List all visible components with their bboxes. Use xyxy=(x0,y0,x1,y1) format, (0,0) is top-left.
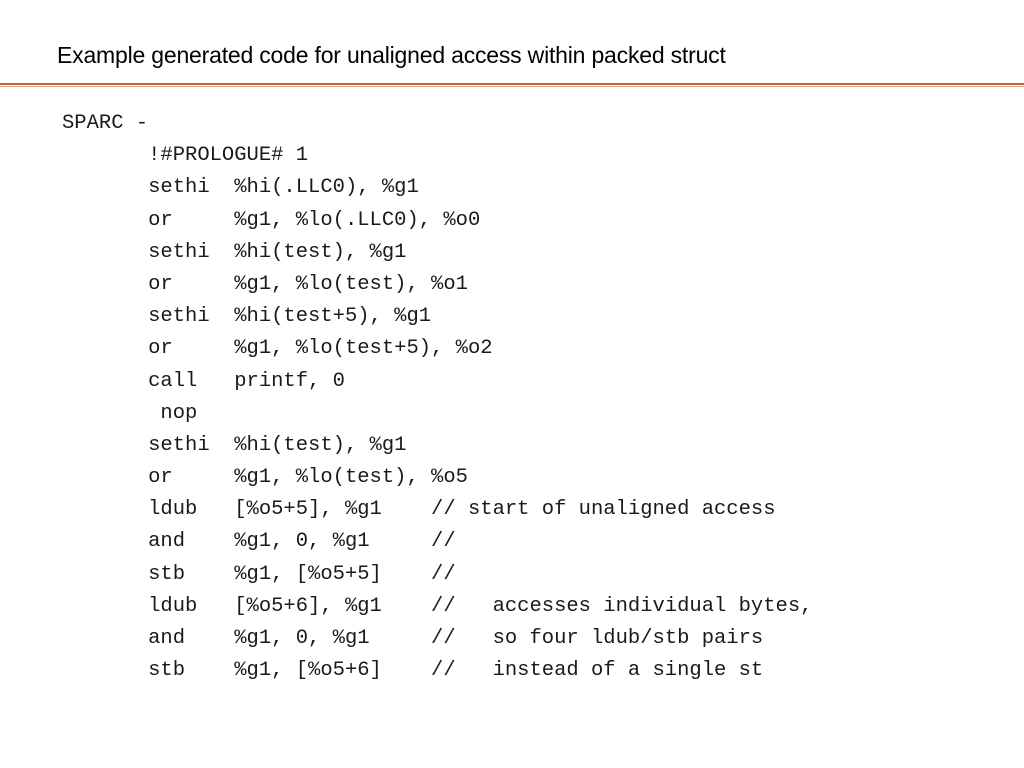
code-line: call printf, 0 xyxy=(62,369,345,393)
code-line: or %g1, %lo(test+5), %o2 xyxy=(62,337,493,361)
code-line: and %g1, 0, %g1 // xyxy=(62,530,456,554)
code-line: stb %g1, [%o5+5] // xyxy=(62,562,456,586)
code-line: sethi %hi(test), %g1 xyxy=(62,240,407,264)
code-line: or %g1, %lo(.LLC0), %o0 xyxy=(62,208,481,232)
code-line: or %g1, %lo(test), %o1 xyxy=(62,272,468,296)
code-line: !#PROLOGUE# 1 xyxy=(62,144,309,168)
code-line: or %g1, %lo(test), %o5 xyxy=(62,466,468,490)
code-line: sethi %hi(test), %g1 xyxy=(62,433,407,457)
code-line: sethi %hi(test+5), %g1 xyxy=(62,305,432,329)
code-block: SPARC - !#PROLOGUE# 1 sethi %hi(.LLC0), … xyxy=(62,108,812,687)
slide-title: Example generated code for unaligned acc… xyxy=(57,42,726,68)
title-divider-shadow xyxy=(0,86,1024,87)
code-line: and %g1, 0, %g1 // so four ldub/stb pair… xyxy=(62,627,764,650)
title-divider-line xyxy=(0,83,1024,85)
code-line: nop xyxy=(62,401,198,425)
title-divider xyxy=(0,83,1024,88)
code-line: sethi %hi(.LLC0), %g1 xyxy=(62,176,419,200)
code-line: stb %g1, [%o5+6] // instead of a single … xyxy=(62,659,764,683)
code-line: ldub [%o5+5], %g1 // start of unaligned … xyxy=(62,498,776,522)
code-line: SPARC - xyxy=(62,112,149,135)
code-line: ldub [%o5+6], %g1 // accesses individual… xyxy=(62,594,813,618)
